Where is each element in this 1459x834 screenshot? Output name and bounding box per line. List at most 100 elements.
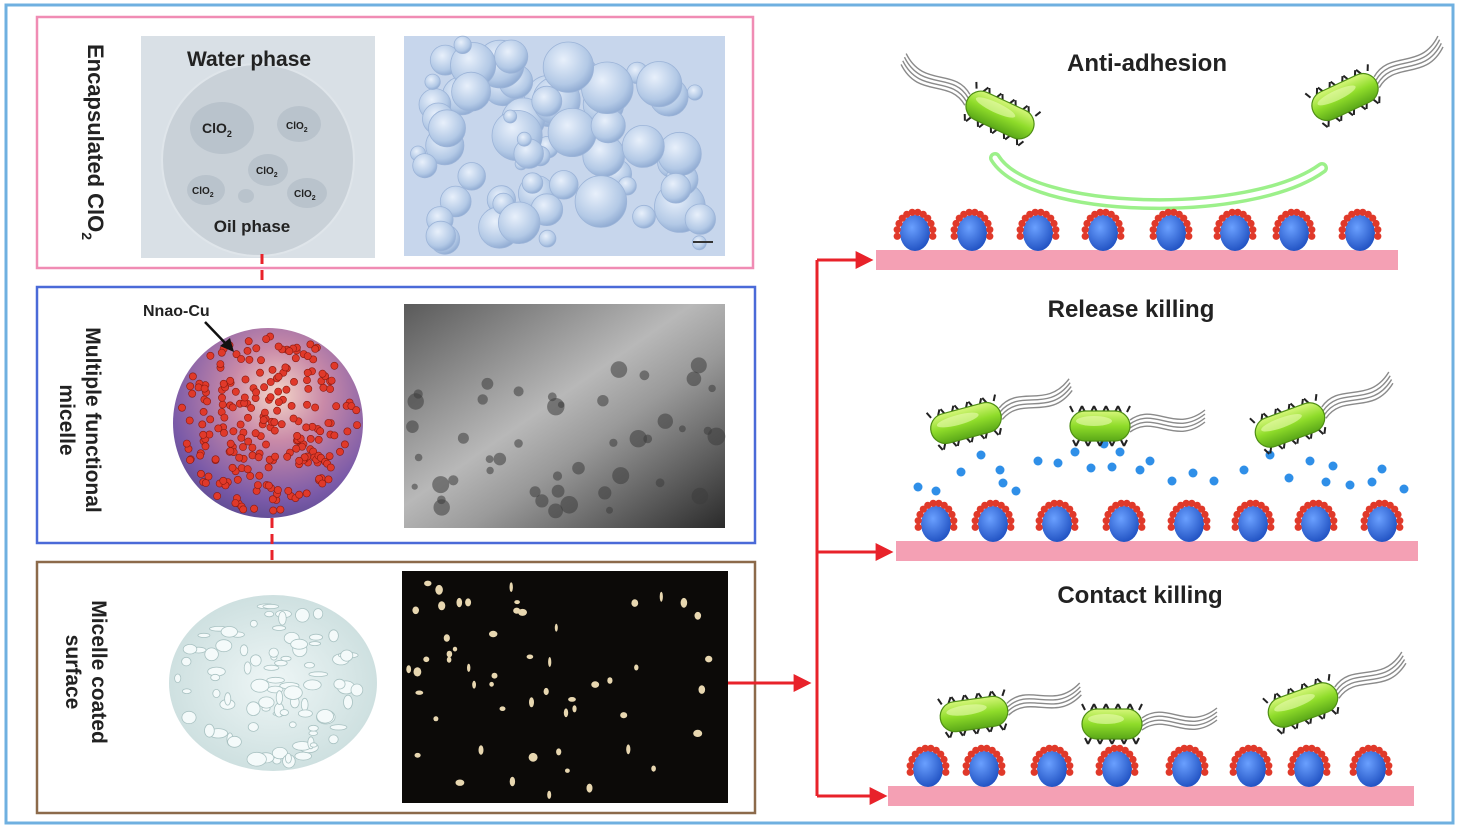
bright-spot xyxy=(680,597,688,608)
pilus xyxy=(1314,393,1318,401)
bright-spot xyxy=(499,706,506,711)
cu-bead xyxy=(1071,517,1079,525)
cu-bead xyxy=(937,750,945,758)
cu-bead xyxy=(1234,208,1242,216)
cu-bead xyxy=(201,442,210,451)
water-droplet xyxy=(271,746,288,760)
cu-bead xyxy=(1370,501,1378,509)
bacterium-body xyxy=(1069,410,1131,442)
tem-particle xyxy=(486,466,494,475)
cu-bead xyxy=(1131,768,1139,776)
pilus xyxy=(1304,92,1312,99)
tem-particle xyxy=(432,476,450,494)
cu-bead xyxy=(1229,762,1237,770)
cu-bead xyxy=(1052,226,1060,234)
cu-bead xyxy=(1328,510,1336,519)
cu-bead xyxy=(1102,517,1110,525)
cu-bead xyxy=(256,368,264,377)
released-dot xyxy=(1115,447,1125,457)
cu-bead xyxy=(306,434,315,443)
bubble xyxy=(531,85,563,117)
bubble xyxy=(516,131,532,147)
water-droplet xyxy=(197,632,211,638)
bright-spot xyxy=(465,598,472,607)
micrograph-spots xyxy=(406,580,713,799)
pilus xyxy=(998,427,1002,435)
cu-bead xyxy=(244,413,252,422)
cu-bead xyxy=(239,443,247,451)
cu-bead xyxy=(226,376,235,385)
cu-bead xyxy=(248,443,257,452)
tem-particle xyxy=(493,452,507,466)
cu-bead xyxy=(284,486,293,495)
cu-bead xyxy=(1138,523,1146,531)
cu-bead xyxy=(1374,226,1382,234)
cu-bead xyxy=(270,426,279,435)
cu-bead xyxy=(1180,214,1188,222)
cu-bead xyxy=(914,517,922,525)
pilus xyxy=(1015,138,1019,146)
cu-bead xyxy=(302,423,311,432)
cu-bead xyxy=(239,505,248,514)
pilus xyxy=(944,731,951,739)
tem-particle xyxy=(411,483,418,490)
bright-spot xyxy=(467,663,471,672)
cu-bead xyxy=(1349,762,1357,770)
bright-spot xyxy=(414,752,421,758)
tem-particle xyxy=(547,392,557,402)
bubble xyxy=(657,131,702,177)
cu-bead xyxy=(188,389,197,398)
cu-bead xyxy=(1159,210,1167,218)
tem-particle xyxy=(679,425,686,433)
cu-bead xyxy=(1112,214,1120,222)
cu-bead xyxy=(231,387,240,396)
nano-cu-callout: Nnao-Cu xyxy=(143,303,210,320)
cu-bead xyxy=(1265,768,1273,776)
cu-bead xyxy=(1303,214,1311,222)
released-dot xyxy=(1188,468,1198,478)
cu-bead xyxy=(1375,499,1383,507)
released-dot xyxy=(1033,456,1043,466)
cu-bead xyxy=(983,744,991,752)
bacterium xyxy=(1304,35,1444,128)
cu-bead xyxy=(1123,499,1131,507)
cu-bead xyxy=(232,350,241,359)
micelle-core xyxy=(1279,215,1309,251)
cu-bead xyxy=(1045,501,1053,509)
tem-particle xyxy=(433,499,450,516)
cu-bead xyxy=(196,451,204,460)
tem-particle xyxy=(707,427,726,446)
water-droplet xyxy=(220,626,238,638)
flagellum xyxy=(1129,417,1206,429)
cu-bead xyxy=(1002,505,1010,513)
flagellum xyxy=(1378,46,1444,88)
bubble xyxy=(453,35,472,55)
bubble xyxy=(428,109,466,148)
cu-bead xyxy=(1066,768,1074,776)
tem-particles xyxy=(406,357,726,519)
cu-bead xyxy=(304,384,313,393)
bubble xyxy=(686,84,703,101)
cu-bead xyxy=(1381,499,1389,507)
cu-bead xyxy=(986,499,994,507)
bubble xyxy=(632,204,656,229)
cu-bead xyxy=(927,744,935,752)
flagellum xyxy=(1000,386,1072,417)
cu-bead xyxy=(1383,755,1391,764)
cu-bead xyxy=(1250,744,1258,752)
cu-bead xyxy=(964,755,972,764)
bright-spot xyxy=(413,667,422,677)
bubble xyxy=(412,153,438,179)
flagellum xyxy=(1141,719,1218,731)
scale-bar xyxy=(693,241,713,243)
cu-bead xyxy=(1302,744,1310,752)
released-dot xyxy=(1070,447,1080,457)
cu-bead xyxy=(1308,744,1316,752)
cu-bead xyxy=(1201,510,1209,519)
pilus xyxy=(1001,689,1006,697)
water-droplet xyxy=(308,730,318,736)
cu-bead xyxy=(281,363,290,372)
cu-bead xyxy=(206,351,215,360)
cu-bead xyxy=(274,372,283,381)
pilus xyxy=(1282,726,1286,734)
